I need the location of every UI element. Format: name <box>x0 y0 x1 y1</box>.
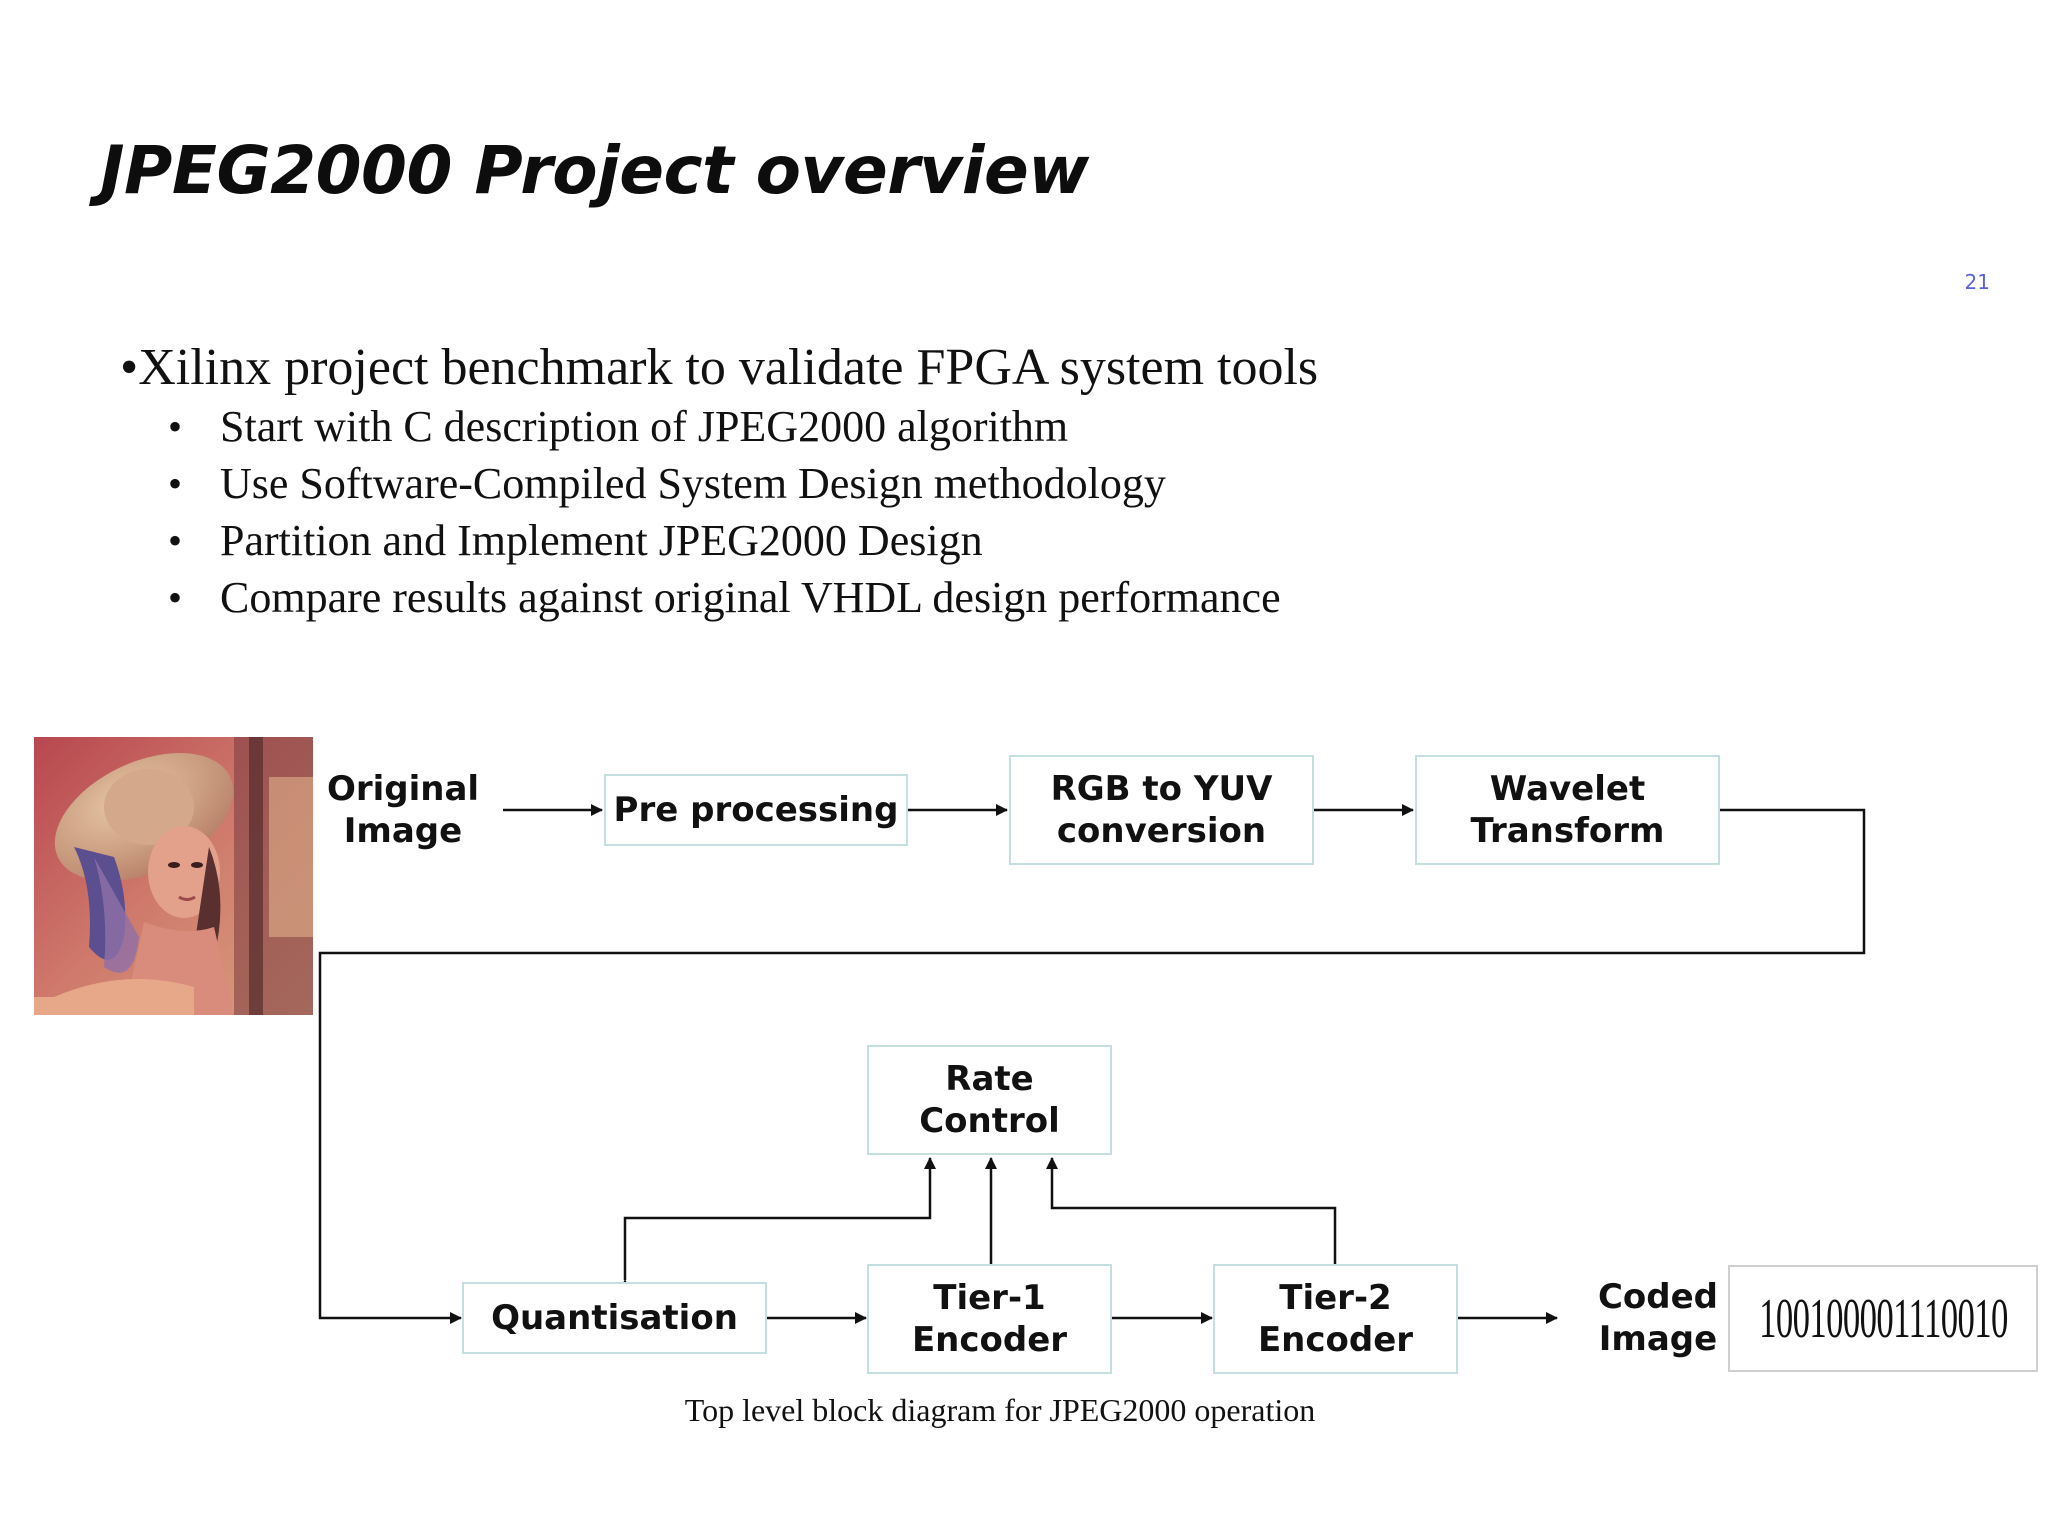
page-number: 21 <box>1964 270 1990 294</box>
original-image-label: Original Image <box>326 769 480 851</box>
sub-bullet-item: • Start with C description of JPEG2000 al… <box>120 398 1318 455</box>
sub-bullet-item: • Use Software-Compiled System Design met… <box>120 455 1318 512</box>
bullet-marker: • <box>168 575 183 620</box>
sub-bullet-text: Partition and Implement JPEG2000 Design <box>220 516 983 565</box>
block-tier1-encoder: Tier-1 Encoder <box>867 1264 1112 1374</box>
block-preprocessing: Pre processing <box>604 774 908 846</box>
sub-bullet-text: Start with C description of JPEG2000 alg… <box>220 402 1069 451</box>
coded-image-output: 100100001110010 <box>1728 1265 2038 1372</box>
main-bullet: •Xilinx project benchmark to validate FP… <box>120 339 1319 396</box>
block-quantisation: Quantisation <box>462 1282 767 1354</box>
block-rgb-to-yuv: RGB to YUV conversion <box>1009 755 1314 865</box>
original-image-photo <box>34 737 313 1015</box>
coded-image-label: Coded Image <box>1597 1277 1719 1359</box>
sub-bullet-text: Use Software-Compiled System Design meth… <box>220 459 1166 508</box>
sub-bullet-list: • Start with C description of JPEG2000 al… <box>120 398 1318 626</box>
sub-bullet-item: • Partition and Implement JPEG2000 Design <box>120 512 1318 569</box>
sub-bullet-text: Compare results against original VHDL de… <box>220 573 1281 622</box>
arrow-tier2-ratecontrol <box>1046 1157 1341 1275</box>
arrow-quantisation-ratecontrol <box>619 1157 936 1291</box>
arrow-wavelet-to-quantisation <box>318 808 1866 1324</box>
diagram-caption: Top level block diagram for JPEG2000 ope… <box>684 1392 1316 1428</box>
bullet-marker: • <box>168 461 183 506</box>
slide-title: JPEG2000 Project overview <box>100 132 1089 209</box>
block-wavelet-transform: Wavelet Transform <box>1415 755 1720 865</box>
bullet-marker: • <box>168 404 183 449</box>
sub-bullet-item: • Compare results against original VHDL d… <box>120 569 1318 626</box>
bullet-marker: • <box>168 518 183 563</box>
block-rate-control: Rate Control <box>867 1045 1112 1155</box>
block-tier2-encoder: Tier-2 Encoder <box>1213 1264 1458 1374</box>
coded-bitstream: 100100001110010 <box>1758 1287 2008 1350</box>
bullet-list: •Xilinx project benchmark to validate FP… <box>120 338 1318 626</box>
